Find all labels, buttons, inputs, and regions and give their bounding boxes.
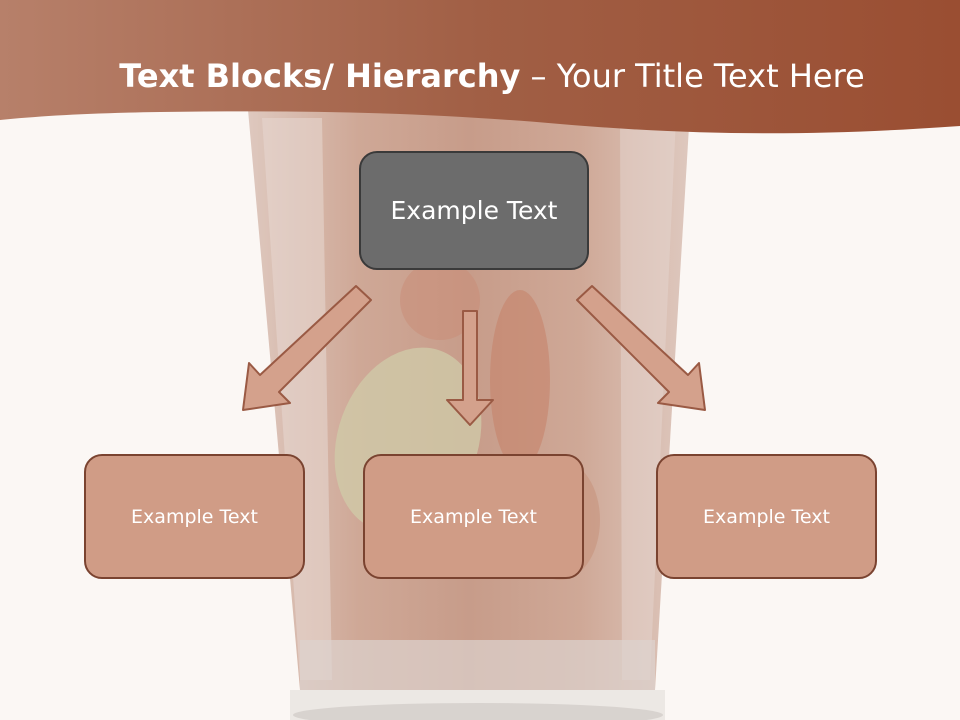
child-text-block-right[interactable]: Example Text [656, 454, 877, 579]
title-rest-part: Your Title Text Here [556, 57, 865, 95]
title-bold-part: Text Blocks/ Hierarchy [119, 57, 521, 95]
child-text-block-middle[interactable]: Example Text [363, 454, 584, 579]
child-text-block-label: Example Text [131, 505, 258, 528]
arrow-left [242, 285, 372, 411]
arrow-right [576, 285, 706, 411]
connector-arrows [242, 285, 706, 426]
slide-title: Text Blocks/ Hierarchy – Your Title Text… [0, 52, 960, 100]
child-text-block-label: Example Text [410, 505, 537, 528]
top-text-block-label: Example Text [390, 196, 558, 225]
child-text-block-label: Example Text [703, 505, 830, 528]
arrow-middle [446, 310, 494, 426]
title-banner [0, 0, 960, 134]
top-text-block[interactable]: Example Text [359, 151, 589, 270]
child-text-block-left[interactable]: Example Text [84, 454, 305, 579]
title-dash: – [520, 57, 557, 95]
